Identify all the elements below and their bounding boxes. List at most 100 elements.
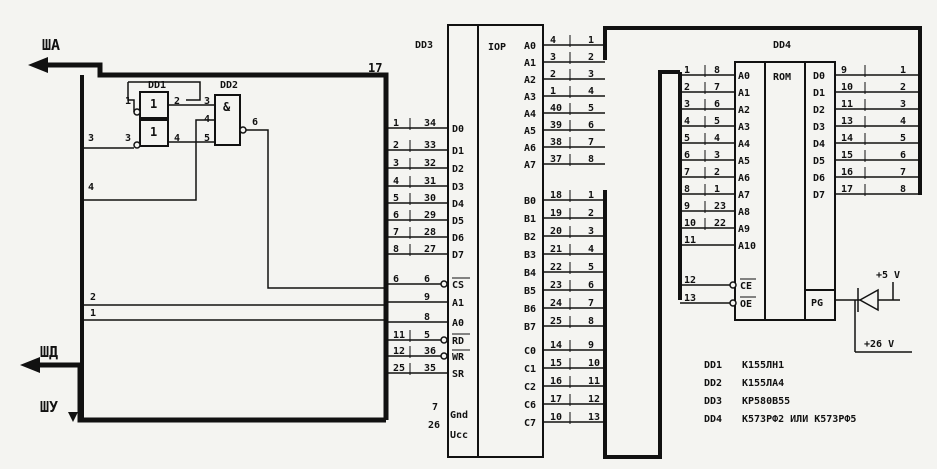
dd3-port-label: B7	[524, 322, 536, 333]
dd3-pin-num: 17	[550, 394, 562, 405]
dd3-signal: D3	[452, 182, 464, 193]
dd3-pin-num: 1	[550, 86, 556, 97]
dd4-addr-label: A2	[738, 105, 750, 116]
dd3-wire-num: 6	[393, 210, 399, 221]
dd3-pin-num: 27	[424, 244, 436, 255]
dd3-pin-num: 22	[550, 262, 562, 273]
dd3-pin-num: 33	[424, 140, 436, 151]
dd3-wire-num: 11	[588, 376, 600, 387]
dd3-signal: D7	[452, 250, 464, 261]
dd3-wire-num: 12	[588, 394, 600, 405]
dd3-port-label: C6	[524, 400, 536, 411]
dd3-signal: WR	[452, 352, 465, 363]
dd4-data-label: D3	[813, 122, 825, 133]
dd3-wire-num: 8	[393, 244, 399, 255]
dd3-port-label: C0	[524, 346, 536, 357]
svg-text:3: 3	[125, 133, 131, 144]
dd4-addr-label: A0	[738, 71, 750, 82]
dd4-wire-num: 6	[900, 150, 906, 161]
dd2-label: DD2	[220, 80, 238, 91]
dd3-wire-num: 3	[393, 158, 399, 169]
dd3-pin-num: 15	[550, 358, 562, 369]
dd4-pin-num: 13	[841, 116, 853, 127]
dd3-pin-num: 31	[424, 176, 436, 187]
dd3-pin-num: 5	[424, 330, 430, 341]
dd3-pin-num: 32	[424, 158, 436, 169]
dd3-wire-num: 25	[393, 363, 405, 374]
dd4-pin-num: 16	[841, 167, 853, 178]
dd4-wire-num: 2	[684, 82, 690, 93]
dd3-signal: D0	[452, 124, 464, 135]
dd3-wire-num: 7	[588, 137, 594, 148]
dd4-wire-num: 6	[684, 150, 690, 161]
dd3-pin-num: 6	[424, 274, 430, 285]
dd3-signal: D4	[452, 199, 464, 210]
bus-label-shd: ШД	[40, 343, 58, 361]
dd3-wire-num: 5	[588, 103, 594, 114]
dd3-pin-num: 8	[424, 312, 430, 323]
dd3-port-label: A1	[524, 58, 536, 69]
rom-data-bus	[603, 26, 922, 195]
dd3-wire-num: 4	[588, 244, 594, 255]
dd3-pin-num: 36	[424, 346, 436, 357]
svg-text:4: 4	[88, 182, 94, 193]
dd3-wire-num: 5	[393, 193, 399, 204]
dd4-pin-num: 1	[714, 184, 720, 195]
dd3-signal: D6	[452, 233, 464, 244]
svg-text:1: 1	[150, 125, 157, 139]
dd3-port-label: B6	[524, 304, 536, 315]
svg-text:Ucc: Ucc	[450, 430, 468, 441]
dd3-pin-num: 40	[550, 103, 562, 114]
dd3-wire-num: 10	[588, 358, 600, 369]
svg-text:1: 1	[125, 96, 131, 107]
dd3-wire-num: 7	[588, 298, 594, 309]
dd4-wire-num: 8	[684, 184, 690, 195]
dd4-addr-label: A7	[738, 190, 750, 201]
dd3-port-label: A4	[524, 109, 536, 120]
dd4-pin-num: 11	[841, 99, 853, 110]
svg-text:2: 2	[174, 96, 180, 107]
dd4-addr-label: A5	[738, 156, 750, 167]
dd3-port-label: A0	[524, 41, 536, 52]
dd4-ctrl-label: OE	[740, 299, 752, 310]
svg-text:26: 26	[428, 420, 440, 431]
svg-text:1: 1	[150, 97, 157, 111]
dd3-signal: D5	[452, 216, 464, 227]
diode-icon	[858, 288, 879, 312]
dd3-signal: D2	[452, 164, 464, 175]
dd4-ctrl-label: CE	[740, 281, 752, 292]
dd3-port-label: C7	[524, 418, 536, 429]
data-bus: ШД	[20, 343, 83, 378]
dd3-pin-num: 39	[550, 120, 562, 131]
svg-text:1: 1	[90, 308, 96, 319]
dd3-title: IOP	[488, 42, 506, 53]
dd3-port-label: C1	[524, 364, 536, 375]
dd3-signal: D1	[452, 146, 464, 157]
dd4-pin-num: 10	[841, 82, 853, 93]
legend-part: K155ЛА4	[742, 378, 784, 389]
dd3-signal: CS	[452, 280, 464, 291]
dd3-wire-num: 8	[588, 316, 594, 327]
dd4-wire-num: 4	[900, 116, 906, 127]
dd4-data-label: D5	[813, 156, 825, 167]
svg-text:Gnd: Gnd	[450, 410, 468, 421]
dd1-label: DD1	[148, 80, 166, 91]
dd3-pin-num: 14	[550, 340, 562, 351]
dd3-wire-num: 6	[588, 120, 594, 131]
dd3-wire-num: 2	[588, 208, 594, 219]
dd3-port-label: C2	[524, 382, 536, 393]
dd4-data-label: D2	[813, 105, 825, 116]
legend-ref: DD1	[704, 360, 722, 371]
dd1-inverters: DD1 1 1 1 2 3 4 3 4	[82, 80, 215, 193]
dd3-pin-num: 24	[550, 298, 562, 309]
dd3-pin-num: 19	[550, 208, 562, 219]
dd3-pin-num: 20	[550, 226, 562, 237]
dd3-pin-num: 3	[550, 52, 556, 63]
dd4-data-label: D0	[813, 71, 825, 82]
dd4-addr-label: A1	[738, 88, 750, 99]
